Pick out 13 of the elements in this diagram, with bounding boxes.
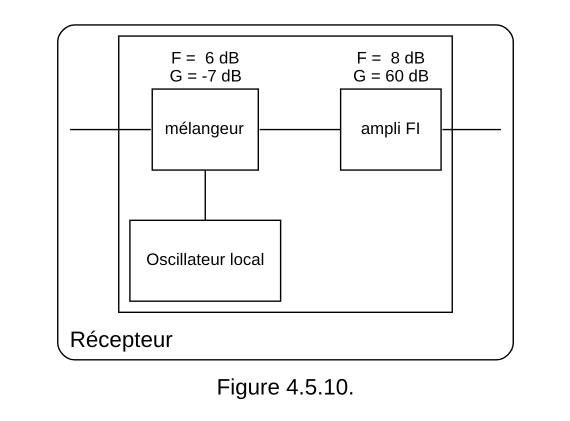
connector xyxy=(442,128,500,130)
node-box: ampli FI xyxy=(339,88,442,171)
node-label: G = 60 dB xyxy=(352,66,429,86)
cluster xyxy=(118,35,452,314)
connector xyxy=(204,170,206,220)
connector xyxy=(70,128,150,130)
node-box: Oscillateur local xyxy=(128,220,281,302)
node-box: mélangeur xyxy=(151,88,258,171)
node-label: G = -7 dB xyxy=(169,66,242,86)
node-label: F = 6 dB xyxy=(170,48,239,68)
node-label: F = 8 dB xyxy=(356,48,425,68)
caption: Figure 4.5.10. xyxy=(216,374,354,400)
connector xyxy=(259,128,340,130)
